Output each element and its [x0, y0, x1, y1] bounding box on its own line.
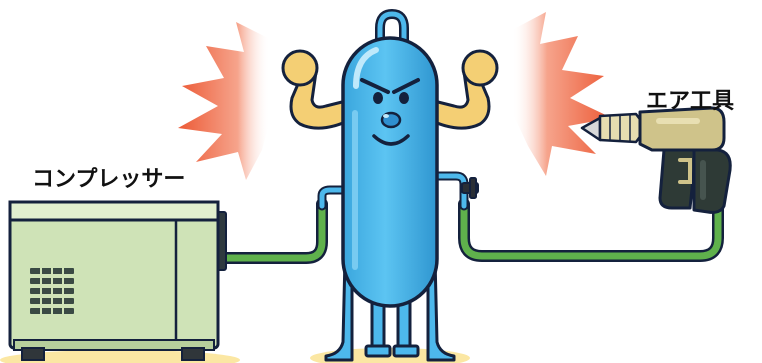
hose-compressor-to-tank [218, 204, 322, 258]
compressor [10, 202, 226, 360]
compressor-label: コンプレッサー [32, 169, 185, 191]
air-tool-drill [582, 108, 730, 212]
power-burst-left [178, 22, 270, 180]
power-burst-right [512, 12, 612, 176]
compressor-vent-grille [30, 266, 74, 316]
tank-right-arm [430, 51, 497, 128]
tank-left-arm [283, 51, 350, 128]
air-tool-label: エア工具 [646, 91, 734, 113]
air-tank-character [343, 38, 437, 306]
hose-tank-to-tool [464, 204, 718, 256]
tank-outlet-pipe [436, 176, 464, 206]
